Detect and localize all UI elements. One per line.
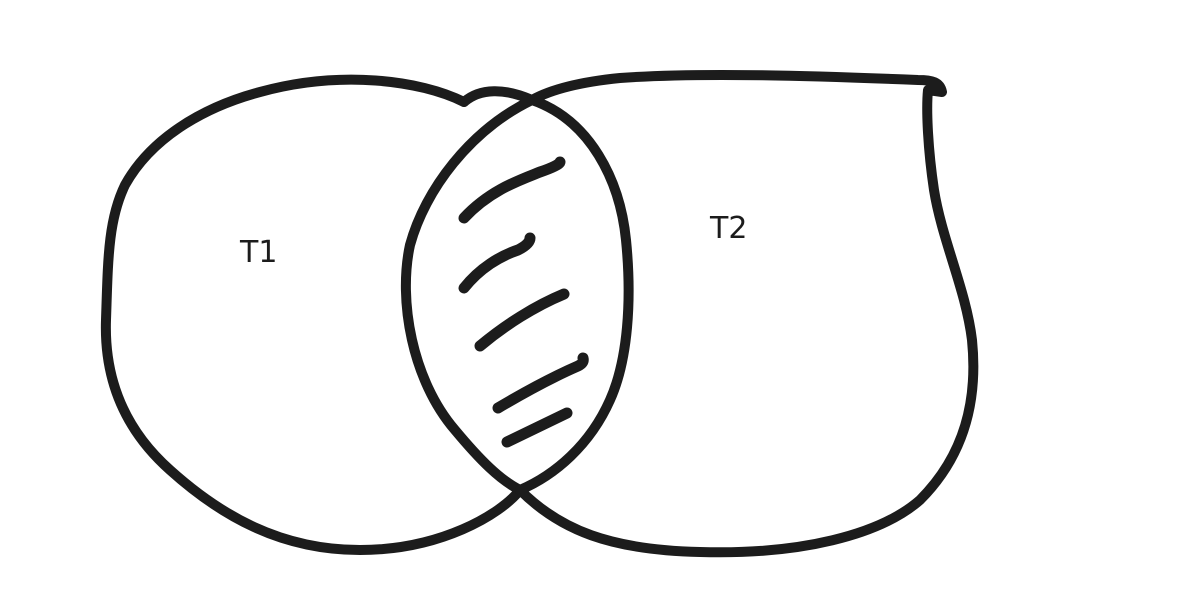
set-t1-label: T1 bbox=[239, 235, 277, 270]
set-t1-top-hook bbox=[459, 86, 537, 107]
set-t2-outline bbox=[515, 69, 979, 558]
set-t1-right-arc bbox=[515, 95, 634, 495]
set-t2-label: T2 bbox=[709, 211, 747, 246]
hatch-line bbox=[474, 288, 570, 352]
set-t2-left-arc bbox=[400, 95, 537, 495]
hatch-line bbox=[501, 407, 573, 448]
hatch-line bbox=[458, 232, 536, 294]
hatch-line bbox=[492, 352, 589, 414]
set-t1-outline bbox=[100, 74, 525, 555]
intersection-hatching bbox=[458, 156, 589, 448]
hatch-line bbox=[458, 156, 566, 224]
